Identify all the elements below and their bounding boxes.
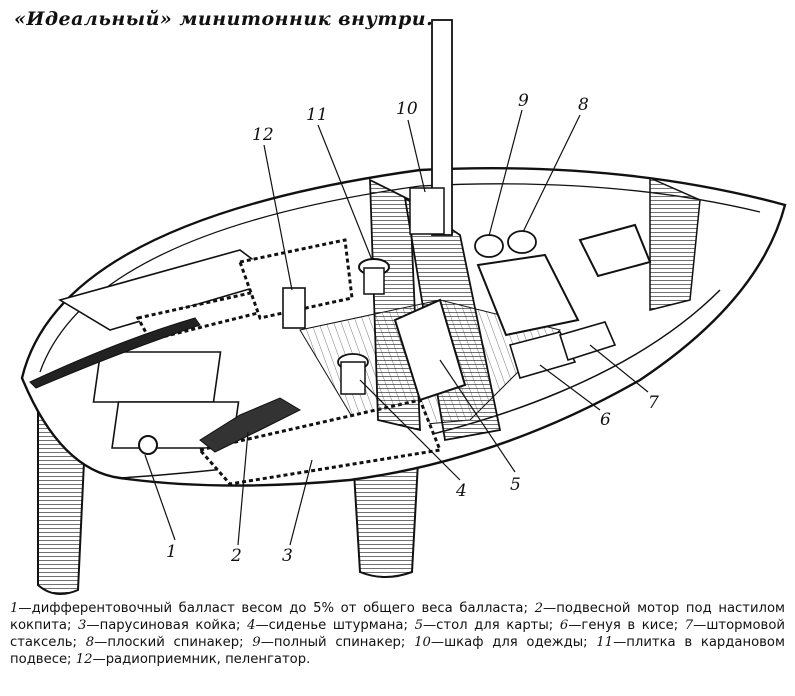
legend-item: 5—стол для карты; bbox=[414, 618, 554, 633]
leader-3 bbox=[289, 459, 313, 546]
callout-4: 4 bbox=[455, 481, 467, 501]
legend-item: 4—сиденье штурмана; bbox=[247, 618, 408, 633]
callout-2: 2 bbox=[230, 546, 242, 566]
trim-ballast bbox=[138, 435, 158, 455]
legend-item: 8—плоский спинакер; bbox=[85, 635, 244, 650]
genoa-bag bbox=[508, 331, 577, 379]
leader-6 bbox=[539, 364, 601, 411]
callout-10: 10 bbox=[396, 99, 418, 119]
bulkhead-fore bbox=[649, 176, 701, 311]
legend-item: 7—штормовой стаксель; bbox=[10, 618, 785, 650]
leader-12 bbox=[263, 144, 293, 291]
legend-num: 5 bbox=[414, 618, 423, 633]
callout-11: 11 bbox=[306, 105, 328, 125]
leader-2 bbox=[237, 431, 249, 546]
legend-num: 12 bbox=[75, 652, 93, 667]
legend-num: 7 bbox=[684, 618, 694, 633]
leader-10 bbox=[407, 119, 426, 193]
storm-jib bbox=[558, 321, 617, 362]
berth-cushion-right bbox=[238, 238, 354, 320]
bulkhead-left bbox=[369, 178, 421, 432]
callout-7: 7 bbox=[648, 393, 659, 413]
navigator-seat-post bbox=[340, 361, 366, 395]
legend-caption: 1—дифферентовочный балласт весом до 5% о… bbox=[10, 600, 785, 668]
leader-1 bbox=[144, 454, 176, 541]
leader-5 bbox=[439, 359, 516, 473]
forward-hatch bbox=[578, 223, 652, 278]
wardrobe bbox=[409, 187, 445, 235]
legend-num: 2 bbox=[534, 601, 544, 616]
leader-7 bbox=[589, 344, 649, 393]
legend-item: 12—радиоприемник, пеленгатор. bbox=[75, 652, 311, 667]
legend-num: 9 bbox=[252, 635, 261, 650]
leader-8 bbox=[522, 114, 581, 233]
flat-spinnaker-bag bbox=[507, 230, 537, 254]
callout-9: 9 bbox=[518, 91, 529, 111]
chart-table bbox=[393, 298, 467, 402]
outboard-motor bbox=[199, 397, 302, 453]
legend-item: 11—плитка в кардановом подвесе; bbox=[10, 635, 785, 667]
legend-item: 9—полный спинакер; bbox=[252, 635, 406, 650]
legend-num: 10 bbox=[414, 635, 431, 650]
figure-title: «Идеальный» минитонник внутри. bbox=[14, 8, 434, 30]
sail-net bbox=[476, 253, 580, 337]
yacht-cutaway-drawing: 1 2 3 4 5 6 7 8 9 10 11 12 bbox=[20, 19, 787, 595]
legend-item: 2—подвесной мотор под настилом кокпита; bbox=[10, 601, 786, 633]
legend-item: 1—дифферентовочный балласт весом до 5% о… bbox=[10, 601, 528, 616]
legend-num: 1 bbox=[10, 601, 19, 616]
full-spinnaker-bag bbox=[474, 234, 504, 258]
gimballed-stove-body bbox=[363, 267, 385, 295]
callout-3: 3 bbox=[282, 546, 293, 566]
leader-4 bbox=[359, 379, 461, 481]
legend-num: 6 bbox=[559, 618, 569, 633]
callout-8: 8 bbox=[578, 95, 589, 115]
leader-9 bbox=[488, 109, 523, 237]
callout-6: 6 bbox=[600, 410, 611, 430]
radio-receiver bbox=[282, 287, 306, 329]
legend-num: 11 bbox=[596, 635, 614, 650]
fin-keel bbox=[352, 460, 420, 578]
callout-12: 12 bbox=[252, 125, 274, 145]
callout-5: 5 bbox=[510, 475, 521, 495]
legend-item: 6—генуя в кисе; bbox=[559, 618, 679, 633]
callout-1: 1 bbox=[166, 542, 177, 562]
mast bbox=[431, 19, 453, 236]
legend-item: 10—шкаф для одежды; bbox=[414, 635, 588, 650]
legend-item: 3—парусиновая койка; bbox=[78, 618, 241, 633]
legend-num: 8 bbox=[85, 635, 95, 650]
legend-num: 3 bbox=[78, 618, 87, 633]
leader-11 bbox=[317, 124, 373, 261]
tiller bbox=[29, 317, 201, 389]
cockpit-box bbox=[92, 351, 222, 403]
legend-num: 4 bbox=[247, 618, 256, 633]
